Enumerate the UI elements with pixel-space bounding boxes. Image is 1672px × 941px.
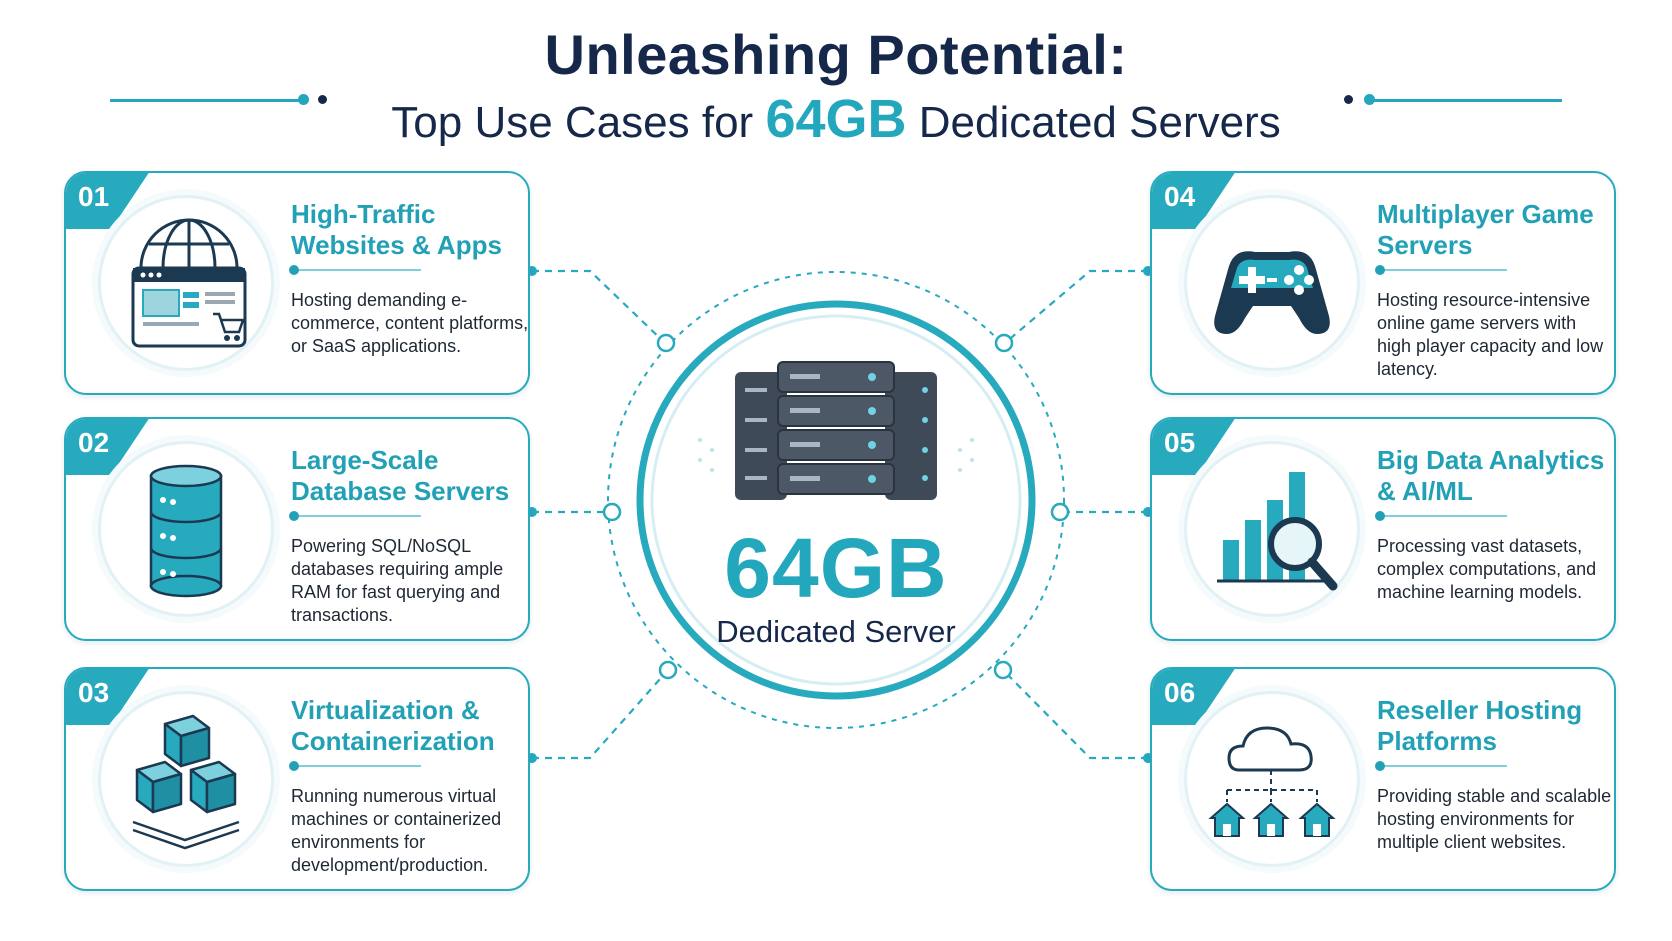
center-capacity: 64GB [724,521,948,615]
use-case-card-03: 03 Virtualization & Containerization Run… [64,667,530,891]
card-title: Large-Scale Database Servers [291,445,510,506]
web-shop-globe-icon [131,218,247,348]
card-divider [289,761,421,771]
use-case-card-02: 02 Large-Scale Database Servers Powering… [64,417,530,641]
analytics-magnifier-icon [1217,472,1338,591]
card-title: High-Traffic Websites & Apps [291,199,502,260]
card-number: 01 [66,173,150,229]
card-divider [289,511,421,521]
card-divider [1375,265,1507,275]
card-description: Providing stable and scalable hosting en… [1377,786,1612,852]
card-title: Reseller Hosting Platforms [1377,695,1583,756]
card-divider [1375,761,1507,771]
page-subtitle: Top Use Cases for 64GB Dedicated Servers [0,88,1672,150]
card-icon-circle [1184,691,1360,867]
subtitle-suffix: Dedicated Servers [918,98,1281,147]
right-decor-line [1370,99,1562,102]
server-rack-icon [735,361,937,500]
use-case-card-06: 06 Reseller Hosting Platforms Providing … [1150,667,1616,891]
card-title: Multiplayer Game Servers [1377,199,1594,260]
gamepad-icon [1214,251,1330,334]
card-title: Big Data Analytics & AI/ML [1377,445,1605,506]
cloud-houses-icon [1208,726,1336,837]
page-title: Unleashing Potential: [544,23,1128,86]
card-number: 05 [1152,419,1236,475]
use-case-card-05: 05 Big Data Analytics & AI/ML Processing… [1150,417,1616,641]
left-decor-dot-dark [318,95,327,104]
right-decor-dot [1364,94,1375,105]
card-description: Running numerous virtual machines or con… [291,786,502,875]
cubes-icon [132,714,240,850]
card-description: Powering SQL/NoSQL databases requiring a… [291,536,504,625]
left-decor-line [110,99,300,102]
card-divider [1375,511,1507,521]
card-icon-circle [1184,441,1360,617]
card-title: Virtualization & Containerization [291,695,495,756]
card-icon-circle [98,441,274,617]
card-description: Processing vast datasets, complex comput… [1377,536,1597,602]
left-decor-dot [298,94,309,105]
card-description: Hosting resource-intensive online game s… [1377,290,1604,379]
card-icon-circle [98,195,274,371]
card-icon-circle [1184,195,1360,371]
use-case-card-01: 01 High-Traffic Websites & Apps Ho [64,171,530,395]
database-icon [149,464,223,598]
right-decor-dot-dark [1344,95,1353,104]
subtitle-accent: 64GB [765,89,907,149]
subtitle-prefix: Top Use Cases for [391,98,754,147]
card-description: Hosting demanding e-commerce, content pl… [291,290,529,356]
card-divider [289,265,421,275]
use-case-card-04: 04 Multiplayer Game Servers Hosting reso… [1150,171,1616,395]
card-icon-circle [98,691,274,867]
center-label: Dedicated Server [716,614,956,649]
